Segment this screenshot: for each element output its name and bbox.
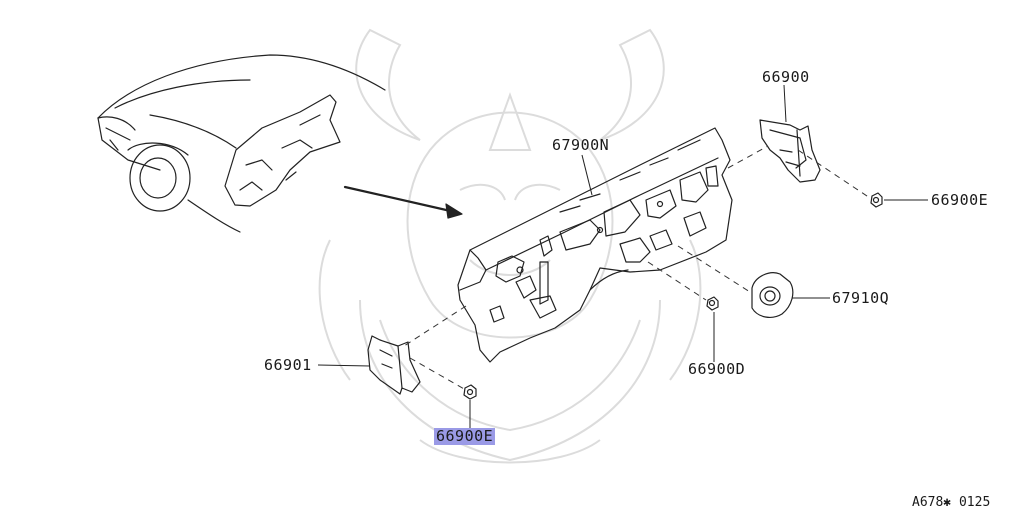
bracket-66900 bbox=[759, 119, 821, 183]
vehicle-outline bbox=[97, 54, 386, 233]
part-label-67900N[interactable]: 67900N bbox=[552, 136, 610, 154]
part-label-66900E-bottom-highlighted[interactable]: 66900E bbox=[434, 427, 496, 445]
nut-66900E-right bbox=[870, 192, 883, 208]
direction-arrow bbox=[343, 185, 463, 219]
part-label-66900E-right[interactable]: 66900E bbox=[931, 191, 989, 209]
grommet-67910Q bbox=[751, 272, 794, 318]
dash-panel-67900N bbox=[457, 127, 733, 363]
part-label-66901[interactable]: 66901 bbox=[264, 356, 312, 374]
nut-66900E-bottom bbox=[463, 384, 477, 400]
part-label-67910Q[interactable]: 67910Q bbox=[832, 289, 890, 307]
part-label-66900[interactable]: 66900 bbox=[762, 68, 810, 86]
assembly-lines bbox=[403, 145, 871, 391]
line-art bbox=[97, 54, 883, 400]
diagram-reference-code: A678✱ 0125 bbox=[912, 495, 991, 510]
watermark-logo bbox=[318, 28, 702, 464]
bracket-66901 bbox=[367, 335, 421, 395]
leader-lines bbox=[317, 84, 928, 428]
part-label-66900D[interactable]: 66900D bbox=[688, 360, 746, 378]
nut-66900D bbox=[706, 296, 719, 311]
